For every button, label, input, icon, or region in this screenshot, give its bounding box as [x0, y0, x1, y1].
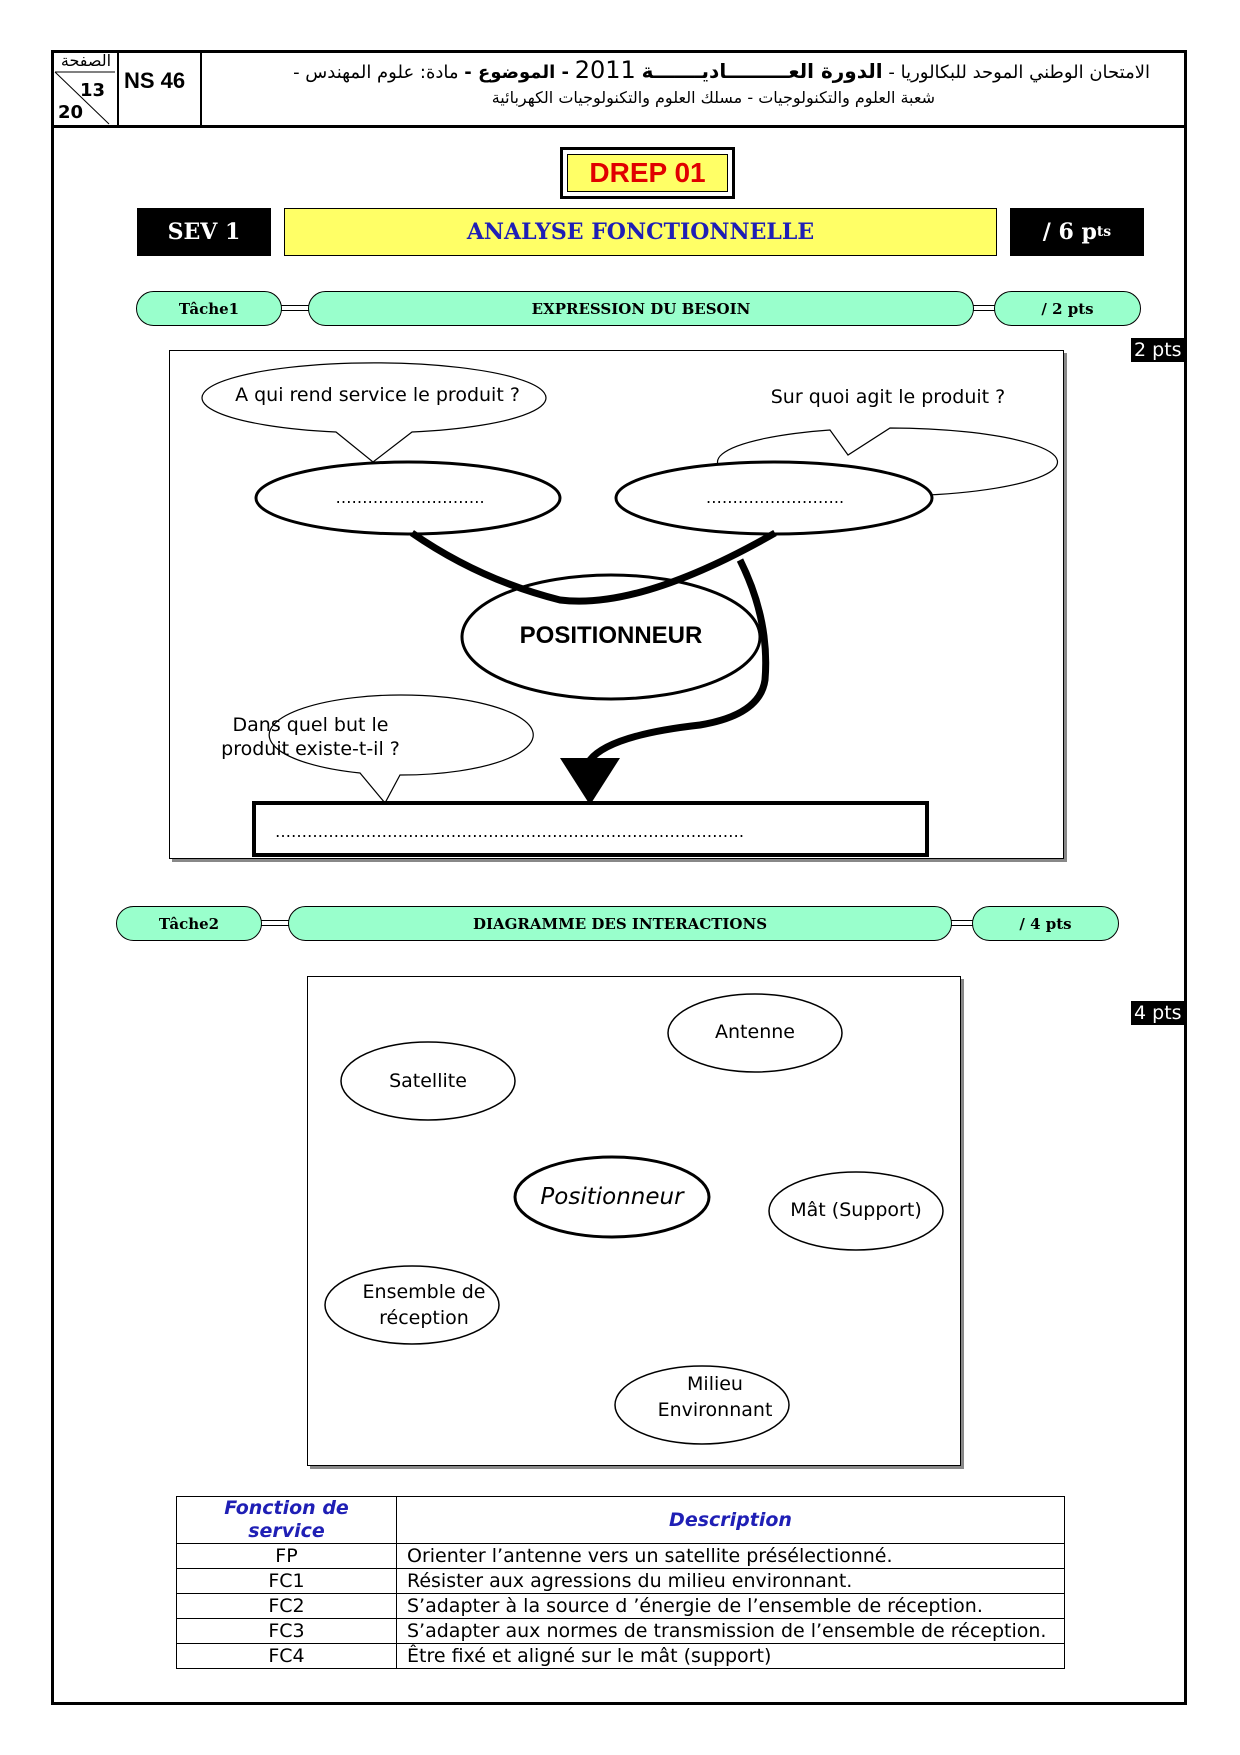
table-row: FC1 Résister aux agressions du milieu en…: [176, 1568, 1065, 1594]
interaction-diagram-graphics: [324, 993, 944, 1445]
table-row: FC3 S’adapter aux normes de transmission…: [176, 1618, 1065, 1644]
satellite-label: Satellite: [389, 1070, 467, 1092]
answer-ellipse-left: [254, 460, 562, 536]
task1-title: EXPRESSION DU BESOIN: [308, 291, 974, 326]
task2-points-badge: 4 pts: [1131, 1001, 1185, 1025]
header-exam-name: الامتحان الوطني الموحد للبكالوريا -: [888, 62, 1150, 83]
page-total: 20: [58, 102, 84, 123]
task1-label: Tâche1: [136, 291, 282, 326]
product-name: POSITIONNEUR: [519, 622, 703, 649]
function-description: Résister aux agressions du milieu enviro…: [396, 1568, 1065, 1594]
interaction-diagram-frame: [307, 976, 961, 1466]
task2-label: Tâche2: [116, 906, 262, 941]
page-frame: [51, 50, 1187, 1705]
positionneur-label: Positionneur: [540, 1184, 684, 1210]
function-code: FP: [176, 1543, 397, 1569]
milieu-label-line1: Milieu: [687, 1373, 743, 1395]
header-line-2: شعبة العلوم والتكنولوجيات - مسلك العلوم …: [491, 88, 935, 107]
speech-bubble-bottom: [268, 694, 534, 805]
horn-curve: [410, 529, 777, 605]
mat-label: Mât (Support): [790, 1199, 922, 1221]
table-header-row: Fonction de service Description: [176, 1496, 1065, 1544]
answer-what-blank[interactable]: ……………………..: [705, 488, 845, 507]
answer-why-blank[interactable]: …………………….………………………………………………………: [275, 822, 745, 841]
header-line-1: الامتحان الوطني الموحد للبكالوريا - الدو…: [293, 56, 1150, 84]
task1-score: / 2 pts: [994, 291, 1141, 326]
ensemble-label-line2: réception: [379, 1307, 469, 1329]
question-why-line2: produit existe-t-il ?: [221, 738, 400, 760]
goal-box: [252, 801, 929, 857]
task-connector: [281, 305, 309, 311]
positionneur-ellipse: [513, 1155, 711, 1239]
function-code: FC1: [176, 1568, 397, 1594]
header-subject-label: - الموضوع -: [464, 62, 570, 83]
table-header-function: Fonction de service: [176, 1496, 397, 1544]
function-code: FC3: [176, 1618, 397, 1644]
function-description: Orienter l’antenne vers un satellite pré…: [396, 1543, 1065, 1569]
page-number: 13: [80, 80, 106, 101]
question-what: Sur quoi agit le produit ?: [770, 386, 1006, 408]
section-score-value: / 6 p: [1042, 219, 1097, 245]
arrow-head: [560, 758, 620, 805]
task2-score: / 4 pts: [972, 906, 1119, 941]
header-year: 2011: [574, 56, 636, 84]
function-code: FC4: [176, 1643, 397, 1669]
page-word: الصفحة: [60, 51, 112, 70]
task-connector: [951, 920, 973, 926]
goal-arrow: [587, 558, 770, 763]
function-description: S’adapter à la source d ’énergie de l’en…: [396, 1593, 1065, 1619]
milieu-label-line2: Environnant: [657, 1399, 773, 1421]
header-separator: [117, 50, 119, 127]
table-row: FC4 Être fixé et aligné sur le mât (supp…: [176, 1643, 1065, 1669]
task1-points-badge: 2 pts: [1131, 338, 1185, 362]
mat-ellipse: [768, 1171, 944, 1251]
header-separator: [200, 50, 202, 127]
task-connector: [973, 305, 995, 311]
drep-frame: DREP 01: [560, 147, 735, 199]
drep-title: DREP 01: [567, 154, 728, 192]
antenne-label: Antenne: [715, 1021, 795, 1043]
section-title: ANALYSE FONCTIONNELLE: [284, 208, 997, 256]
question-why-line1: Dans quel but le: [232, 714, 389, 736]
antenne-ellipse: [667, 993, 843, 1073]
function-code: FC2: [176, 1593, 397, 1619]
speech-bubble-left: [201, 362, 547, 463]
product-ellipse: [460, 573, 762, 701]
function-description: S’adapter aux normes de transmission de …: [396, 1618, 1065, 1644]
need-diagram-graphics: [201, 362, 1059, 857]
satellite-ellipse: [340, 1041, 516, 1121]
header-subject: مادة: علوم المهندس -: [293, 62, 459, 83]
function-description: Être fixé et aligné sur le mât (support): [396, 1643, 1065, 1669]
table-header-description: Description: [396, 1496, 1065, 1544]
task-connector: [261, 920, 289, 926]
service-functions-table: Fonction de service Description FP Orien…: [176, 1496, 1065, 1669]
ensemble-ellipse: [324, 1265, 500, 1345]
task2-title: DIAGRAMME DES INTERACTIONS: [288, 906, 952, 941]
need-diagram-frame: [169, 350, 1064, 859]
header-session: الدورة العـــــــــاديـــــــة: [641, 59, 883, 83]
section-code: SEV 1: [137, 208, 271, 256]
exam-code: NS 46: [124, 68, 186, 93]
answer-who-blank[interactable]: ……………………….: [335, 488, 485, 507]
table-row: FC2 S’adapter à la source d ’énergie de …: [176, 1593, 1065, 1619]
question-who: A qui rend service le produit ?: [235, 384, 520, 406]
table-row: FP Orienter l’antenne vers un satellite …: [176, 1543, 1065, 1569]
page-diagonal: [54, 71, 115, 125]
ensemble-label-line1: Ensemble de: [362, 1281, 486, 1303]
milieu-ellipse: [614, 1365, 790, 1445]
section-score-unit: ts: [1096, 224, 1112, 240]
header-divider: [51, 125, 1187, 128]
